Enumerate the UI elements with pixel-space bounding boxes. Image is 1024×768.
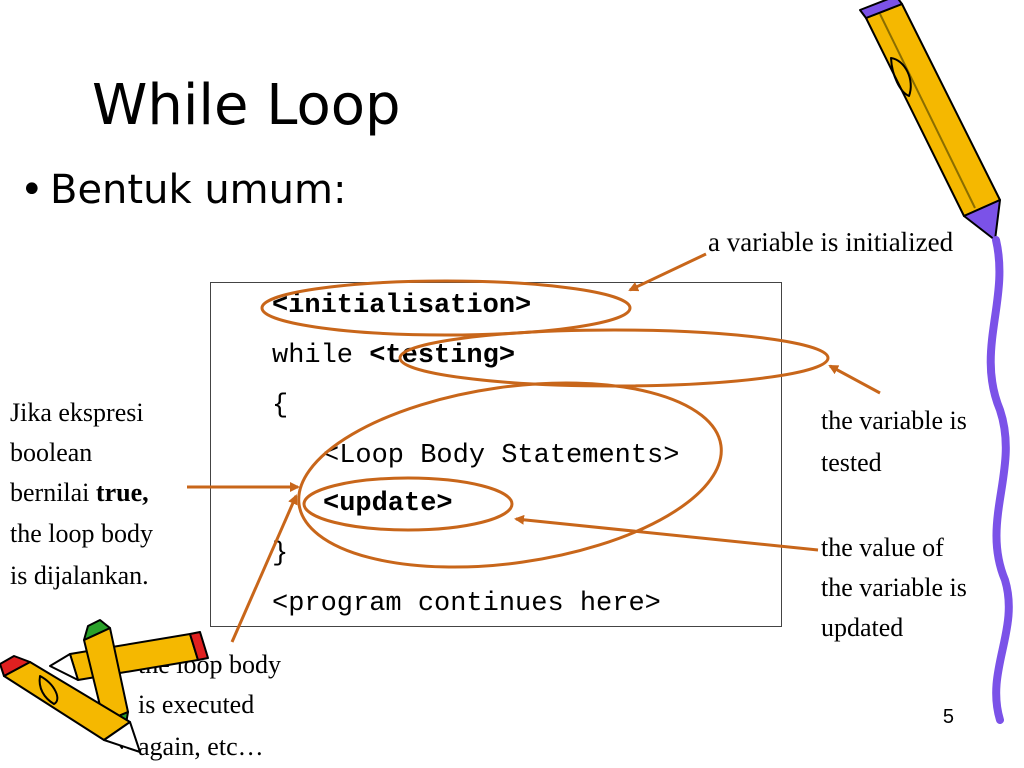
annotation-left-1: Jika ekspresi: [10, 398, 144, 427]
page-number: 5: [942, 706, 954, 728]
annotation-tested-1: the variable is: [821, 406, 967, 435]
annotation-tested-2: tested: [821, 448, 882, 477]
annotation-bottom-1: the loop body: [138, 650, 281, 679]
annotation-bottom-2: is executed: [138, 690, 255, 719]
arrow-tested: [828, 364, 881, 395]
annotation-updated-2: the variable is: [821, 573, 967, 602]
annotation-bottom-3: again, etc…: [138, 732, 264, 761]
code-line-open-brace: {: [272, 391, 289, 421]
bullet-dot: •: [20, 167, 44, 213]
bullet-text: Bentuk umum:: [50, 167, 347, 213]
code-line-close-brace: }: [272, 539, 289, 569]
annotation-initialized: a variable is initialized: [708, 227, 954, 257]
squiggle-decoration-icon: [986, 236, 1013, 724]
code-line-initialisation: <initialisation>: [272, 291, 532, 321]
annotation-updated-3: updated: [821, 613, 904, 642]
annotation-left-5: is dijalankan.: [10, 561, 149, 590]
pencil-top-right-icon: [859, 0, 1001, 241]
code-line-loop-body: <Loop Body Statements>: [323, 441, 680, 471]
annotation-left-4: the loop body: [10, 519, 153, 548]
slide-title: While Loop: [92, 73, 401, 138]
code-line-program-continues: <program continues here>: [272, 589, 661, 619]
code-line-while: while <testing>: [272, 341, 516, 371]
code-line-update: <update>: [323, 489, 453, 519]
bullet-item: •Bentuk umum:: [20, 170, 346, 210]
annotation-updated-1: the value of: [821, 533, 944, 562]
annotation-left-2: boolean: [10, 438, 93, 467]
annotation-left-3: bernilai true,: [10, 478, 149, 507]
